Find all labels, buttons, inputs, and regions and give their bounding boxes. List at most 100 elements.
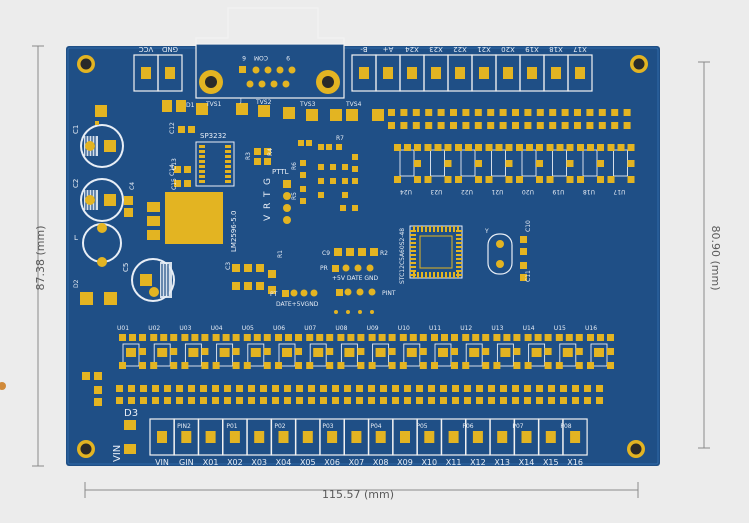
smd-pad [561, 122, 569, 129]
sp3232-chip [195, 141, 235, 187]
top-label-x19: X19 [525, 45, 539, 53]
pint-header [334, 288, 376, 314]
sp-side-pads [174, 126, 271, 187]
pttl-pin-t: T [263, 191, 273, 198]
c13-label: C13 [171, 158, 178, 170]
smd-pad [572, 385, 579, 392]
cap-c5 [131, 258, 175, 302]
smd-pad [200, 385, 207, 392]
lower-smd-row [116, 385, 603, 404]
bottom-label-x10: X10 [421, 458, 437, 467]
db9-pin9-label: 9 [286, 54, 290, 61]
upper-u-label-u21: U21 [491, 188, 503, 195]
smd-pad [236, 385, 243, 392]
optocoupler-u19 [546, 144, 574, 183]
smd-pad [128, 385, 135, 392]
smd-pad [116, 385, 123, 392]
smd-pad [452, 397, 459, 404]
bottom-label-x03: X03 [251, 458, 267, 467]
smd-pad [368, 385, 375, 392]
smd-pad [450, 109, 457, 116]
optocoupler-u20 [516, 144, 543, 183]
smd-pad [488, 397, 495, 404]
smd-pad [320, 385, 327, 392]
lower-u-label-u16: U16 [585, 325, 597, 332]
bottom-label-x11: X11 [446, 458, 462, 467]
d1-label: D1 [186, 102, 195, 109]
lower-u-label-u03: U03 [179, 325, 191, 332]
smd-pad [450, 122, 457, 129]
smd-pad [152, 397, 159, 404]
smd-pad [584, 397, 591, 404]
optocoupler-u17 [607, 144, 635, 183]
smd-pad [500, 385, 507, 392]
upper-smd-row [388, 109, 631, 129]
vdt-label: +5V DATE GND [332, 275, 379, 282]
smd-pad [224, 397, 231, 404]
smd-pad [464, 397, 471, 404]
r7-label: R7 [336, 135, 344, 142]
date-gnd-label: DATE+5VGND [276, 301, 319, 308]
smd-pad [476, 397, 483, 404]
r6-label: R6 [291, 162, 298, 170]
smd-pad [212, 385, 219, 392]
optocoupler-u04: U04 [211, 325, 240, 369]
smd-pad [164, 397, 171, 404]
optocoupler-u15: U15 [554, 325, 583, 369]
smd-pad [388, 109, 395, 116]
c3-cluster [232, 264, 276, 294]
smd-pad [584, 385, 591, 392]
smd-pad [462, 109, 470, 116]
optocoupler-u10: U10 [398, 325, 427, 369]
bottom-mid-label-p01: P01 [226, 423, 237, 430]
bottom-label-x13: X13 [494, 458, 510, 467]
lm2596-regulator [147, 192, 223, 244]
bottom-label-x09: X09 [397, 458, 413, 467]
tvs3-label: TVS3 [299, 101, 316, 108]
lower-u-label-u11: U11 [429, 325, 441, 332]
c5-label: C5 [122, 263, 130, 272]
top-terminal-gnd[interactable] [157, 54, 183, 92]
smd-pad [368, 397, 375, 404]
top-terminal-x17[interactable] [567, 54, 593, 92]
bottom-label-x07: X07 [349, 458, 365, 467]
top-label-a: A+ [383, 45, 394, 53]
bottom-mid-label-p07: P07 [512, 423, 523, 430]
smd-pad [260, 397, 267, 404]
dim-bottom-label: 115.57 (mm) [322, 488, 394, 501]
top-label-x22: X22 [453, 45, 467, 53]
r2-label: R2 [380, 250, 388, 257]
smd-pad [623, 122, 631, 129]
db9-connector: 6 COM 9 [195, 43, 345, 99]
optocoupler-u02: U02 [148, 325, 178, 369]
upper-u-label-u22: U22 [461, 188, 473, 195]
smd-pad [452, 385, 459, 392]
bottom-mid-label-pin2: PIN2 [177, 423, 191, 430]
bottom-label-x01: X01 [203, 458, 219, 467]
bottom-label-x15: X15 [543, 458, 559, 467]
top-label-x20: X20 [501, 45, 515, 53]
d1-pads [95, 105, 107, 125]
c11-label: C11 [525, 270, 532, 282]
smd-pad [176, 397, 183, 404]
smd-pad [380, 397, 387, 404]
lower-u-label-u13: U13 [491, 325, 503, 332]
top-label-gnd: GND [162, 45, 178, 53]
smd-pad [512, 385, 519, 392]
smd-pad [248, 385, 255, 392]
bottom-terminal-x16[interactable] [562, 418, 588, 456]
smd-pad [152, 385, 159, 392]
smd-pad [284, 397, 291, 404]
smd-pad [598, 109, 606, 116]
top-label-vcc: VCC [139, 45, 154, 53]
pcb-board-border [67, 47, 659, 465]
smd-pad [512, 122, 519, 129]
bottom-mid-label-p04: P04 [370, 423, 381, 430]
smd-pad [296, 385, 303, 392]
smd-pad [332, 397, 339, 404]
smd-pad [586, 109, 594, 116]
smd-pad [512, 397, 519, 404]
pttl-pin-r: R [263, 203, 273, 209]
